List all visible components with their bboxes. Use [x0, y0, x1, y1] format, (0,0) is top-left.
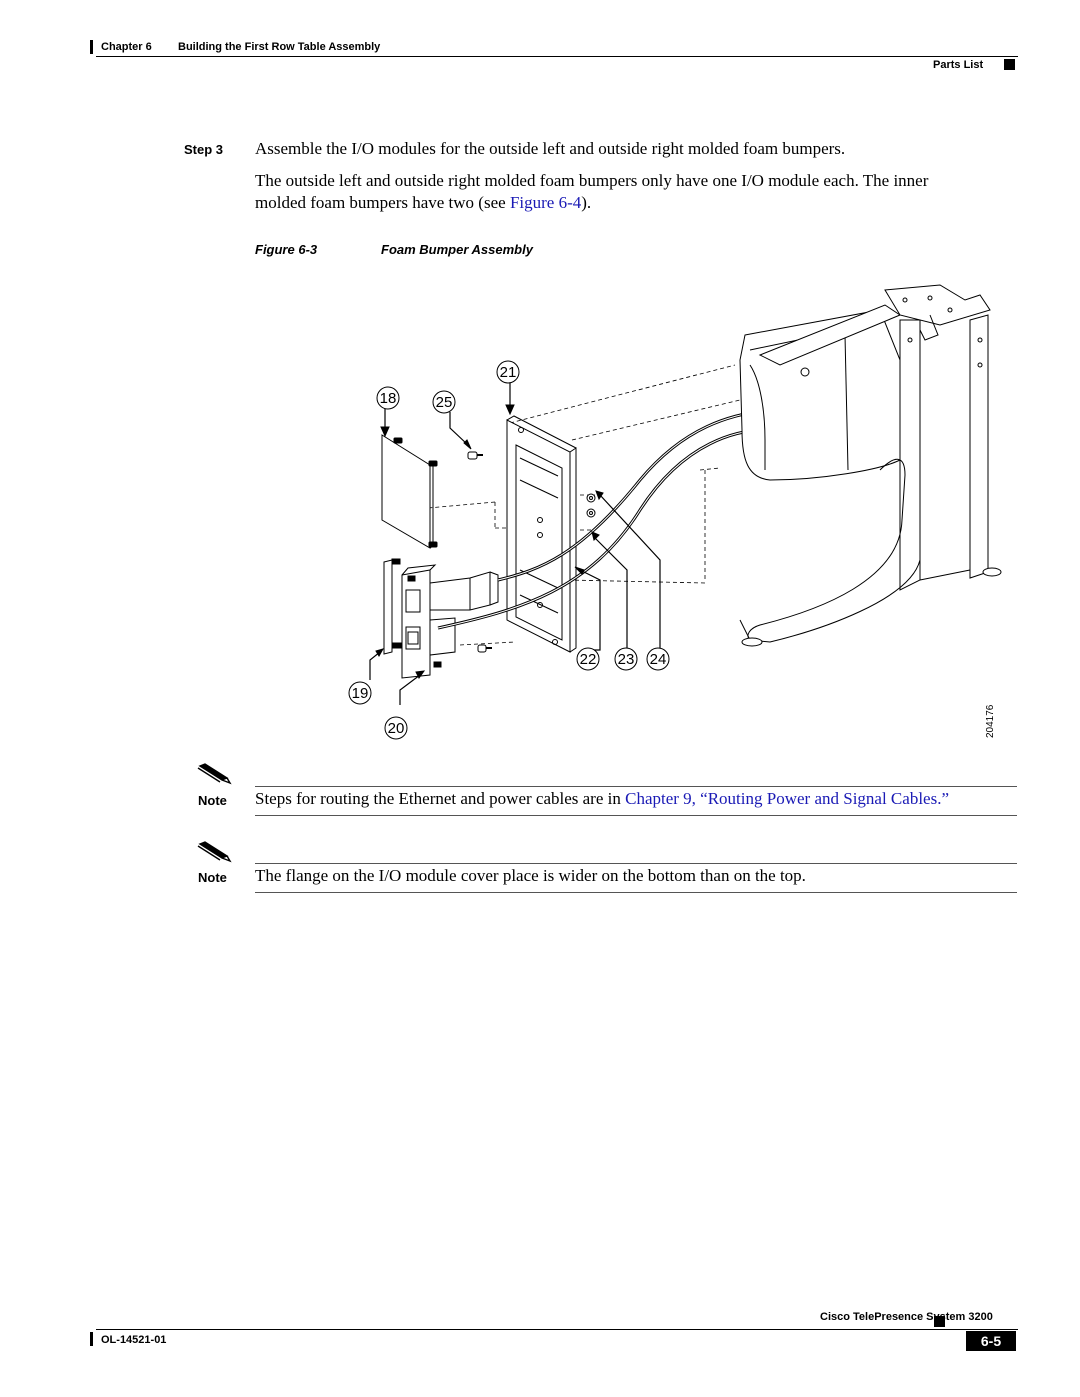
art-id: 204176: [985, 704, 996, 738]
figure-6-4-link[interactable]: Figure 6-4: [509, 193, 582, 212]
note-1-label: Note: [198, 793, 227, 808]
callout-23: 23: [618, 651, 635, 668]
header-square: [1004, 59, 1015, 70]
callout-20: 20: [388, 720, 405, 737]
cover-screws: [393, 437, 438, 548]
footer-left-bar: [90, 1332, 93, 1346]
note-pencil-icon: [197, 763, 232, 785]
bracket-screw: [477, 644, 492, 653]
note-2-text: The flange on the I/O module cover place…: [255, 866, 806, 885]
io-connectors: [429, 571, 499, 656]
callout-25: 25: [436, 394, 453, 411]
table-leg: [739, 314, 1002, 647]
foam-bumper-assembly-illustration: 18 19 20 21 22 23 24 25 204176: [348, 284, 1002, 740]
step-paragraph-end: ).: [581, 193, 592, 212]
step-paragraph-text: molded foam bumpers have two (see: [255, 193, 510, 212]
chapter-9-link[interactable]: Chapter 9, “Routing Power and Signal Cab…: [625, 789, 949, 808]
note-1-body: Steps for routing the Ethernet and power…: [255, 789, 626, 808]
chapter-label: Chapter 6: [101, 41, 152, 53]
note-1-text: Steps for routing the Ethernet and power…: [255, 789, 949, 809]
note-pencil-icon-2: [197, 841, 232, 863]
note-1-top-rule: [255, 786, 1017, 787]
figure-title: Foam Bumper Assembly: [381, 242, 533, 257]
callout-24: 24: [650, 651, 667, 668]
projection-lines: [427, 364, 741, 646]
mounting-bracket: [506, 415, 577, 653]
note-2-top-rule: [255, 863, 1017, 864]
book-title: Cisco TelePresence System 3200: [820, 1311, 993, 1323]
cable-nuts: [586, 493, 596, 518]
figure-number: Figure 6-3: [255, 242, 318, 257]
screw-25: [467, 451, 483, 460]
callout-19: 19: [352, 685, 369, 702]
note-1-bottom-rule: [255, 815, 1017, 816]
io-module-face: [401, 564, 442, 679]
callout-circles: [348, 360, 670, 740]
header-rule: [96, 56, 1018, 57]
page-number: 6-5: [966, 1331, 1016, 1351]
doc-number: OL-14521-01: [101, 1334, 167, 1346]
step-text: Assemble the I/O modules for the outside…: [255, 139, 846, 158]
footer-square: [934, 1316, 945, 1327]
io-cover-plate: [381, 434, 434, 549]
io-module-side-panel: [383, 558, 402, 655]
step-paragraph-line2: molded foam bumpers have two (see Figure…: [255, 192, 591, 214]
header-left-bar: [90, 40, 93, 54]
section-title: Parts List: [933, 59, 984, 71]
callout-arrowheads: [375, 404, 604, 679]
note-2-label: Note: [198, 870, 227, 885]
step-label: Step 3: [184, 142, 224, 157]
callout-18: 18: [380, 390, 397, 407]
callout-21: 21: [500, 364, 517, 381]
footer-rule: [96, 1329, 1018, 1330]
callout-22: 22: [580, 651, 597, 668]
step-paragraph-line1: The outside left and outside right molde…: [255, 171, 929, 190]
chapter-title: Building the First Row Table Assembly: [178, 41, 381, 53]
table-top-bracket: [758, 284, 991, 377]
note-2-bottom-rule: [255, 892, 1017, 893]
